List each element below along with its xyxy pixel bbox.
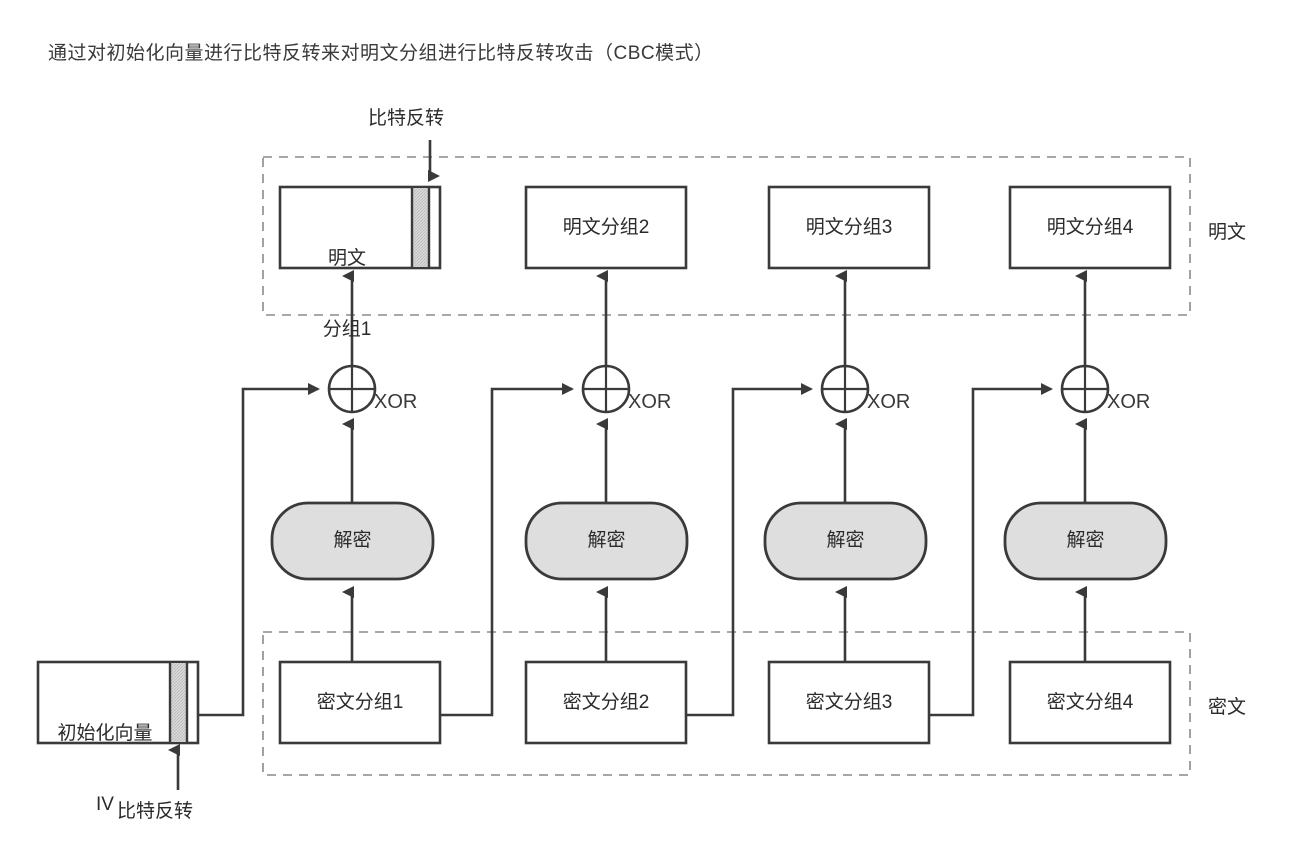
iv-flip-band (171, 663, 186, 742)
plaintext-flip-band-1 (413, 188, 428, 267)
ciphertext-3-to-xor-4-path (929, 383, 1053, 717)
xor-label-3: XOR (867, 391, 911, 413)
decrypt-box-3 (763, 501, 928, 581)
ciphertext-box-4 (1008, 660, 1172, 745)
ciphertext-box-2 (524, 660, 688, 745)
plaintext-box-2 (524, 185, 688, 270)
ciphertext-box-1 (278, 660, 442, 745)
decrypt-box-4 (1003, 501, 1168, 581)
bottom-flip-label: 比特反转 (117, 801, 194, 822)
xor-label-4: XOR (1107, 391, 1151, 413)
xor-label-1: XOR (374, 391, 418, 413)
plaintext-region-label: 明文 (1208, 222, 1247, 243)
decrypt-box-2 (524, 501, 689, 581)
ciphertext-box-3 (767, 660, 931, 745)
ciphertext-2-to-xor-3-path (686, 383, 813, 717)
ciphertext-1-to-xor-2-path (440, 383, 574, 717)
decrypt-box-1 (270, 501, 435, 581)
plaintext-box-3 (767, 185, 931, 270)
iv-to-xor-path (198, 383, 320, 717)
page-title: 通过对初始化向量进行比特反转来对明文分组进行比特反转攻击（CBC模式） (48, 43, 714, 64)
ciphertext-region-outline (262, 631, 1191, 776)
top-flip-label: 比特反转 (368, 108, 445, 129)
ciphertext-region-label: 密文 (1208, 697, 1247, 718)
plaintext-box-4 (1008, 185, 1172, 270)
xor-label-2: XOR (628, 391, 672, 413)
